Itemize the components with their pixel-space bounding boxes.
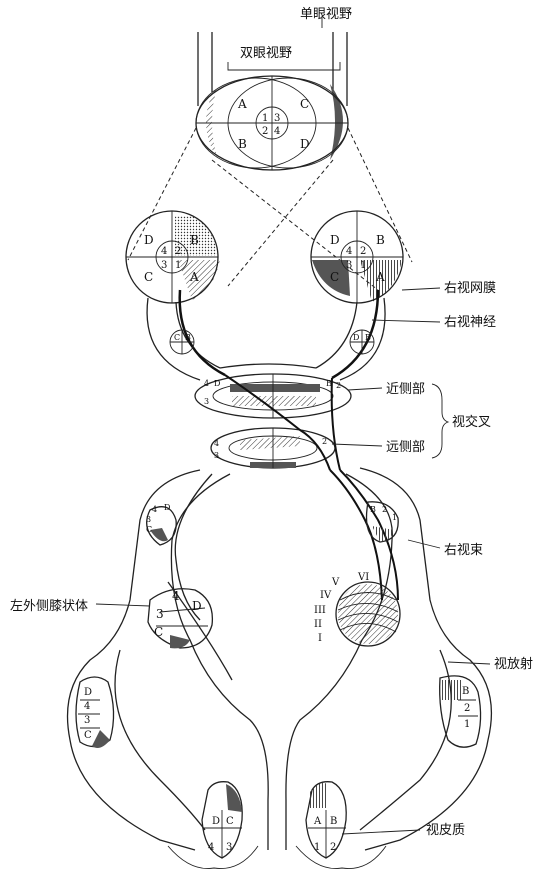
visual-field: A C B D 1 3 2 4 [195,16,349,171]
lrad-d: D [84,687,92,698]
rt-2: 2 [382,505,387,514]
chiasm-p-d: D [214,379,220,388]
chiasm-d-4: 4 [214,439,219,448]
label-monocular-field: 单眼视野 [300,7,352,22]
rvc-2: 2 [330,842,336,853]
rn-sec-d: D [353,333,359,342]
rvc-a: A [313,816,322,827]
rr-quad-a: A [375,270,385,284]
lr-num-1: 1 [175,260,181,271]
llgn-d: D [192,599,202,613]
chiasm-p-b: B [326,379,332,388]
optic-nerves: C B D B [146,289,386,381]
label-binocular-field: 双眼视野 [240,46,292,61]
vf-num-3: 3 [274,113,280,124]
chiasm-p-3: 3 [204,397,209,406]
lvc-d: D [212,816,220,827]
lr-quad-b: B [190,233,199,247]
label-left-lgn: 左外侧膝状体 [10,599,88,614]
rvc-b: B [330,816,337,827]
llgn-c: C [154,625,163,639]
right-retina: D B C A 4 2 3 1 [310,210,404,304]
right-lgn: VI V IV III II I [314,572,401,647]
lr-quad-d: D [144,233,154,247]
rr-quad-b: B [376,233,385,247]
llgn-3: 3 [156,607,164,621]
right-tract-section: B 2 1 [365,501,399,543]
rn-sec-b: B [365,333,371,342]
lvc-3: 3 [226,842,232,853]
label-right-optic-nerve: 右视神经 [444,315,496,330]
right-radiation-section: B 2 1 [439,675,482,748]
llgn-4: 4 [172,589,180,603]
rr-num-1: 1 [360,260,366,271]
vf-quad-a: A [237,97,247,111]
rr-num-2: 2 [360,246,366,257]
chiasm-d-2: 2 [322,437,327,446]
left-radiation-section: D 4 3 C [75,676,115,748]
rr-quad-d: D [330,233,340,247]
rlgn-layer-5: V [331,577,340,588]
lt-4: 4 [152,505,157,514]
leader-lines [95,287,491,835]
lrad-4: 4 [84,701,90,712]
lr-num-4: 4 [161,246,167,257]
vf-num-2: 2 [262,126,268,137]
projection-lines [127,127,413,291]
rlgn-layer-2: II [314,619,322,630]
lr-quad-a: A [189,270,199,284]
vf-quad-b: B [238,137,247,151]
label-optic-radiation: 视放射 [494,656,533,672]
vf-num-1: 1 [262,113,268,124]
lrad-c: C [84,730,92,741]
rlgn-layer-1: I [318,633,322,644]
lt-3: 3 [146,515,151,524]
left-tract-section: 4 D 3 C [146,503,177,546]
rlgn-layer-4: IV [320,590,332,601]
left-retina: D B C A 4 2 3 1 [125,210,220,304]
ln-sec-b: B [185,333,191,342]
chiasm-d-3: 3 [214,451,219,460]
rrad-2: 2 [464,703,470,714]
lt-c: C [146,525,152,534]
lrad-3: 3 [84,715,90,726]
rr-quad-c: C [330,270,339,284]
brain-outline [66,467,493,851]
left-lgn: 4 D 3 C [147,588,214,649]
label-right-retina: 右视网膜 [444,281,496,296]
vf-quad-c: C [300,97,309,111]
lt-d: D [164,503,170,512]
rrad-b: B [462,686,469,697]
lvc-c: C [226,816,234,827]
rt-1: 1 [392,513,397,522]
rlgn-layer-3: III [314,605,326,616]
left-visual-cortex: D C 4 3 [167,781,259,869]
rr-num-4: 4 [346,246,352,257]
label-distal-part: 远侧部 [386,440,425,455]
rvc-1: 1 [314,842,320,853]
label-visual-cortex: 视皮质 [426,823,465,838]
rrad-1: 1 [464,719,470,730]
lr-num-3: 3 [161,260,167,271]
chiasm-p-4: 4 [204,379,209,388]
ln-sec-c: C [174,333,180,342]
lr-quad-c: C [144,270,153,284]
lr-num-2: 2 [175,246,181,257]
lvc-4: 4 [208,842,214,853]
binocular-bracket [227,62,341,71]
vf-quad-d: D [300,137,310,151]
vf-num-4: 4 [274,126,280,137]
chiasm-p-2: 2 [336,381,341,390]
label-right-optic-tract: 右视束 [444,543,483,558]
label-optic-chiasm: 视交叉 [452,414,491,430]
rt-b: B [370,505,376,514]
rr-num-3: 3 [346,260,352,271]
right-visual-cortex: A B 1 2 [295,781,387,869]
label-proximal-part: 近侧部 [386,382,425,397]
rlgn-layer-6: VI [357,572,369,583]
optic-chiasm: 4 D 3 B 2 4 3 2 [194,373,450,471]
